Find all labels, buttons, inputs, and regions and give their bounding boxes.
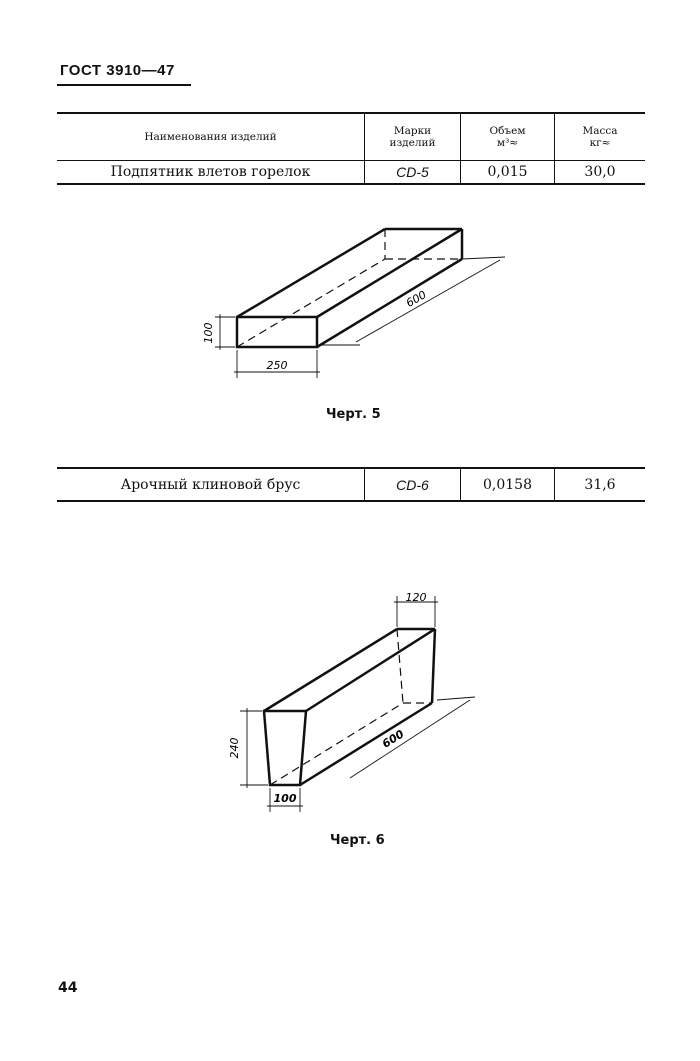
title-underline bbox=[57, 84, 191, 86]
dimension-label-height: 240 bbox=[228, 738, 241, 759]
table-row-volume: 0,0158 bbox=[483, 476, 532, 493]
dimension-label-top: 120 bbox=[406, 591, 427, 604]
column-divider bbox=[364, 114, 365, 183]
table-row-mark: CD-6 bbox=[396, 476, 429, 493]
figure-caption-5: Черт. 5 bbox=[326, 407, 381, 422]
table-row-mass: 30,0 bbox=[584, 164, 616, 180]
column-header-mark: Марки изделий bbox=[389, 125, 436, 149]
document-title: ГОСТ 3910—47 bbox=[60, 62, 175, 79]
table-top-rule bbox=[57, 112, 645, 114]
table-row-volume: 0,015 bbox=[487, 164, 528, 180]
page-number: 44 bbox=[58, 980, 78, 996]
column-divider bbox=[460, 469, 461, 500]
dimension-label-width: 250 bbox=[267, 359, 288, 372]
column-divider bbox=[364, 469, 365, 500]
table-header-rule bbox=[57, 160, 645, 161]
table-row-name: Подпятник влетов горелок bbox=[110, 164, 311, 180]
table-bottom-rule bbox=[57, 500, 645, 502]
column-divider bbox=[554, 469, 555, 500]
column-header-mass: Масса кг≈ bbox=[582, 125, 618, 149]
dimension-label-bottom: 100 bbox=[274, 792, 297, 805]
figure-caption-6: Черт. 6 bbox=[330, 833, 385, 848]
table-row-mark: CD-5 bbox=[396, 164, 429, 180]
table-row-name: Арочный клиновой брус bbox=[120, 476, 301, 493]
brick-drawing-5: 100 250 600 bbox=[202, 227, 506, 378]
table-bottom-rule bbox=[57, 183, 645, 185]
table-top-rule bbox=[57, 467, 645, 469]
brick-drawing-6: 120 240 600 100 bbox=[228, 591, 476, 812]
table-row-mass: 31,6 bbox=[584, 476, 616, 493]
column-header-name: Наименования изделий bbox=[144, 131, 277, 143]
dimension-label-height: 100 bbox=[202, 323, 215, 344]
column-divider bbox=[554, 114, 555, 183]
column-header-volume: Объем м³≈ bbox=[489, 125, 526, 149]
dimension-label-length: 600 bbox=[380, 727, 407, 750]
column-divider bbox=[460, 114, 461, 183]
